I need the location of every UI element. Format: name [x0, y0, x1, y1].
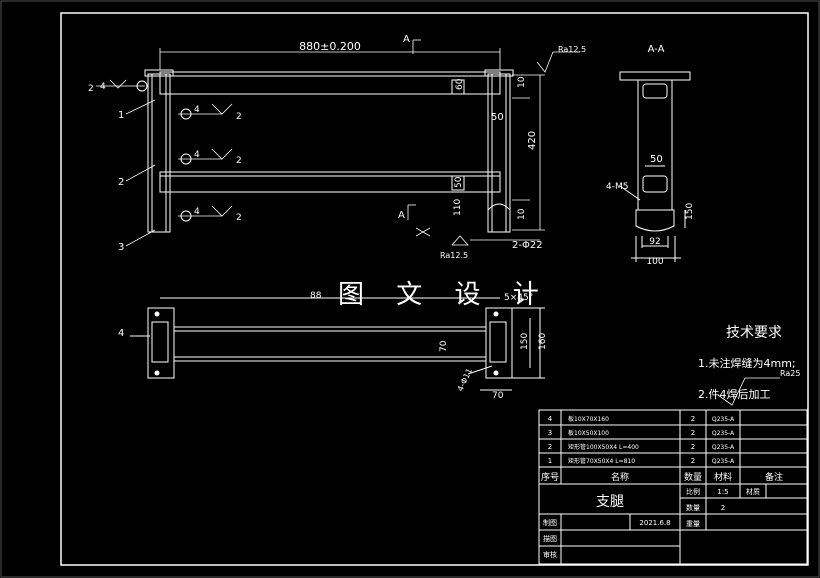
callout-1: 1	[118, 110, 124, 121]
dim-gap-110: 110	[453, 199, 463, 216]
bom-header-no: 序号	[541, 471, 559, 483]
dim-thk-10-bottom: 10	[517, 208, 527, 220]
weld-2-left: 4	[194, 105, 200, 115]
bom-row-3-name: 矩形管100X50X4 L=400	[568, 443, 639, 451]
scale-label: 比例	[686, 487, 700, 496]
dim-overall-length: 880±0.200	[299, 40, 361, 53]
side-92: 92	[649, 237, 660, 247]
bom-row-2-no: 3	[548, 429, 552, 437]
roughness-note: Ra25	[780, 369, 800, 378]
tech-requirements-title: 技术要求	[726, 325, 782, 341]
weld-4-right: 2	[236, 213, 242, 223]
plan-70: 70	[439, 340, 449, 352]
weld-1-left: 2	[88, 84, 94, 94]
plan-chamfer: 5×45°	[504, 293, 533, 303]
dim-tube-50-mid: 50	[454, 176, 464, 188]
watermark-text: 图 文 设 计	[338, 280, 551, 310]
callout-2: 2	[118, 177, 124, 188]
plan-88: 88	[310, 291, 322, 301]
bom-header-note: 备注	[765, 471, 783, 483]
dim-holes-2-22: 2-Φ22	[512, 240, 543, 251]
plan-view	[130, 297, 545, 391]
dim-tube-50-right: 50	[491, 112, 504, 123]
section-title: A-A	[648, 44, 665, 55]
bom-row-4-no: 1	[548, 457, 552, 465]
part-name: 支腿	[596, 494, 624, 510]
bom-row-1-name: 板10X70X160	[568, 415, 609, 423]
dim-height-420: 420	[527, 131, 538, 150]
weld-2-right: 2	[236, 112, 242, 122]
qty-value: 2	[721, 504, 725, 512]
plan-150: 150	[520, 333, 530, 350]
bom-header-material: 材料	[714, 471, 732, 483]
plan-70-bottom: 70	[492, 391, 504, 401]
front-dimensions	[96, 39, 780, 406]
bom-row-4-material: Q235-A	[712, 458, 735, 465]
weight-label: 重量	[686, 520, 700, 528]
bom-row-1-qty: 2	[691, 415, 695, 423]
drawn-label: 制图	[543, 518, 557, 527]
callout-4: 4	[118, 328, 124, 339]
check-label: 审核	[543, 550, 557, 559]
view-a-top: A	[403, 34, 410, 45]
material-label: 材质	[746, 487, 760, 496]
roughness-bottom: Ra12.5	[440, 251, 468, 260]
plan-holes-label: 4-Φ11	[456, 367, 474, 393]
weld-dots	[136, 80, 192, 222]
bom-row-2-material: Q235-A	[712, 430, 735, 437]
bom-row-1-material: Q235-A	[712, 416, 735, 423]
bom-row-2-qty: 2	[691, 429, 695, 437]
section-a-a	[619, 71, 691, 262]
drawing-date: 2021.6.8	[639, 519, 670, 527]
plan-holes	[154, 311, 499, 376]
side-holes: 4-M5	[606, 182, 628, 192]
side-100: 100	[646, 257, 663, 267]
callout-3: 3	[118, 242, 124, 253]
scale-value: 1:5	[717, 488, 728, 496]
roughness-top: Ra12.5	[558, 45, 586, 54]
bom-row-2-name: 板10X50X100	[568, 429, 609, 437]
view-a-bottom: A	[398, 210, 405, 221]
bom-row-3-qty: 2	[691, 443, 695, 451]
bom-row-4-name: 矩形管70X50X4 L=810	[568, 457, 635, 465]
bom-row-3-no: 2	[548, 443, 552, 451]
tech-requirement-2: 2.件4焊后加工	[698, 388, 771, 401]
plan-160: 160	[538, 333, 548, 350]
bom-row-4-qty: 2	[691, 457, 695, 465]
drawing-frame	[60, 12, 809, 566]
dim-tube-60: 60	[455, 78, 465, 90]
bom-row-1-no: 4	[548, 415, 553, 423]
bom-row-3-material: Q235-A	[712, 444, 735, 451]
weld-3-left: 4	[194, 150, 200, 160]
title-block-grid	[538, 409, 808, 565]
qty-label: 数量	[686, 503, 700, 512]
design-label: 描图	[543, 534, 557, 543]
weld-3-right: 2	[236, 156, 242, 166]
front-view	[144, 69, 514, 233]
side-50: 50	[650, 154, 663, 165]
tech-requirement-1: 1.未注焊缝为4mm;	[698, 357, 796, 370]
weld-1-mid: 4	[100, 82, 106, 92]
dim-thk-10-top: 10	[517, 76, 527, 88]
weld-4-left: 4	[194, 207, 200, 217]
bom-header-qty: 数量	[684, 471, 702, 483]
side-150: 150	[685, 203, 695, 220]
bom-header-name: 名称	[611, 471, 629, 483]
